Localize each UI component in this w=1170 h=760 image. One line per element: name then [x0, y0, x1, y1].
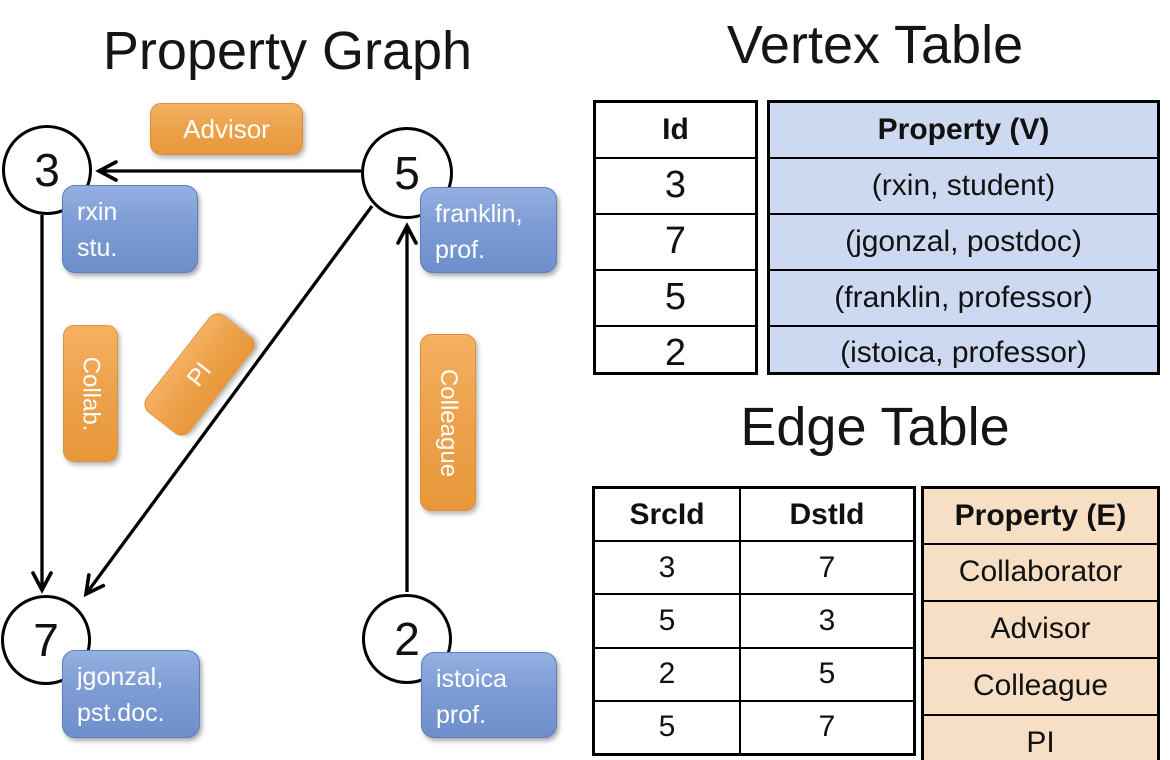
- node-circle-2: 2: [362, 594, 452, 684]
- node-property-box-5: franklin, prof.: [420, 187, 557, 273]
- property-line: jgonzal,: [77, 663, 164, 691]
- property-graph-title: Property Graph: [102, 21, 473, 81]
- node-id-label: 7: [33, 614, 59, 666]
- edge-table-id-columns: SrcId DstId 3 7 5 3 2 5 5 7: [592, 486, 916, 756]
- vertex-table-title: Vertex Table: [726, 15, 1024, 75]
- table-cell: 5: [596, 271, 755, 327]
- edge-label-colleague: Colleague: [420, 334, 476, 511]
- edge-label-text: Colleague: [435, 368, 462, 477]
- edge-label-text: Advisor: [183, 113, 270, 144]
- table-cell: PI: [1026, 726, 1055, 759]
- column-header: Property (E): [924, 489, 1157, 545]
- table-cell: (jgonzal, postdoc): [770, 215, 1157, 271]
- edge-label-advisor: Advisor: [150, 103, 303, 155]
- column-header: Property (V): [770, 103, 1157, 159]
- property-line: stu.: [77, 233, 118, 262]
- node-circle-5: 5: [361, 127, 453, 219]
- table-cell: 7: [741, 542, 913, 596]
- table-cell: 3: [741, 595, 913, 649]
- vertex-table-id-column: Id 3 7 5 2: [593, 100, 758, 375]
- vertex-table-property-column: Property (V) (rxin, student) (jgonzal, p…: [767, 100, 1160, 375]
- edge-table-property-column: Property (E) Collaborator Advisor Collea…: [921, 486, 1160, 760]
- table-cell: Colleague: [924, 659, 1157, 716]
- edge-pi-5-to-7: [83, 205, 374, 598]
- node-id-label: 5: [394, 147, 420, 199]
- table-cell: 7: [596, 215, 755, 271]
- property-line: franklin,: [435, 200, 523, 228]
- table-cell: (istoica, professor): [840, 336, 1087, 370]
- edge-label-text: PI: [181, 356, 217, 392]
- table-cell: 3: [596, 159, 755, 215]
- property-line: pst.doc.: [77, 698, 165, 727]
- node-property-box-3: rxin stu.: [62, 185, 198, 273]
- table-cell: 7: [818, 710, 836, 744]
- column-header: DstId: [741, 489, 913, 543]
- table-cell: 3: [595, 542, 741, 596]
- table-cell: 2: [595, 648, 741, 702]
- column-header: Id: [596, 103, 755, 159]
- table-cell: 2: [664, 331, 687, 374]
- edge-table-title: Edge Table: [740, 397, 1010, 457]
- property-line: rxin: [77, 198, 118, 226]
- table-cell: Advisor: [924, 602, 1157, 659]
- table-cell: (rxin, student): [770, 159, 1157, 215]
- graph-edges-layer: [31, 160, 418, 598]
- node-property-box-2: istoica prof.: [421, 652, 557, 738]
- table-cell: Collaborator: [924, 545, 1157, 602]
- node-property-box-7: jgonzal, pst.doc.: [62, 650, 200, 738]
- table-cell: 5: [741, 649, 913, 702]
- table-cell: (franklin, professor): [770, 271, 1157, 327]
- table-cell: 5: [595, 595, 741, 649]
- property-line: istoica: [436, 665, 507, 693]
- property-line: prof.: [435, 235, 486, 264]
- column-header: SrcId: [595, 489, 741, 543]
- table-cell: 5: [595, 701, 741, 753]
- node-id-label: 3: [34, 144, 60, 196]
- node-id-label: 2: [394, 613, 420, 665]
- property-line: prof.: [436, 700, 487, 729]
- edge-label-collab: Collab.: [63, 325, 118, 462]
- edge-label-text: Collab.: [77, 356, 105, 431]
